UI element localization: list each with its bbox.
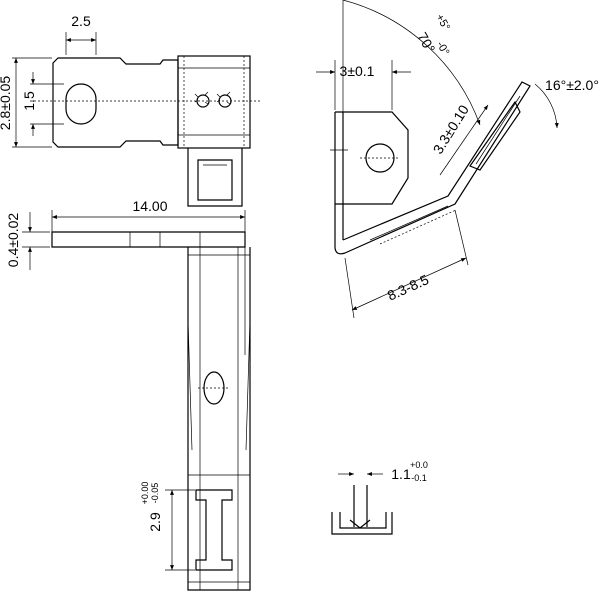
pin-hole-right <box>218 94 232 108</box>
dim-1-1-tol-lower: -0.1 <box>411 473 427 483</box>
profile-view: 1.1 +0.0 -0.1 <box>331 460 428 535</box>
slot-hole <box>65 83 97 125</box>
dim-8-3: 8.3-8.5 <box>385 271 432 303</box>
dim-width-1-5: 1.5 <box>21 91 37 111</box>
dim-height-2-8: 2.8±0.05 <box>0 76 13 131</box>
dim-width-2-9: 2.9 <box>147 512 163 532</box>
dim-width-2-5: 2.5 <box>71 13 91 29</box>
dim-1-1-tol-upper: +0.0 <box>410 460 428 470</box>
dim-width-2-9-tol-upper: +0.00 <box>140 482 150 505</box>
dim-3-3: 3.3±0.10 <box>430 102 473 157</box>
dim-length-14: 14.00 <box>132 198 167 214</box>
dim-thickness-0-4: 0.4±0.02 <box>5 213 21 268</box>
bent-view: 70° +5° -0° 3±0.1 16°±2.0° 3.3±0.10 8.3-… <box>316 0 599 319</box>
i-slot <box>195 489 233 571</box>
dim-angle-70-tol-upper: +5° <box>433 12 452 33</box>
side-view: 14.00 0.4±0.02 2.9 +0.00 -0.05 <box>5 198 251 591</box>
dim-1-1: 1.1 <box>391 466 411 482</box>
dim-angle-70: 70° <box>414 29 438 55</box>
top-view: 2.5 1.5 2.8±0.05 <box>0 13 260 207</box>
dim-angle-16: 16°±2.0° <box>545 77 599 93</box>
dim-width-2-9-tol-lower: -0.05 <box>150 483 160 504</box>
dim-hole-3: 3±0.1 <box>340 63 375 79</box>
